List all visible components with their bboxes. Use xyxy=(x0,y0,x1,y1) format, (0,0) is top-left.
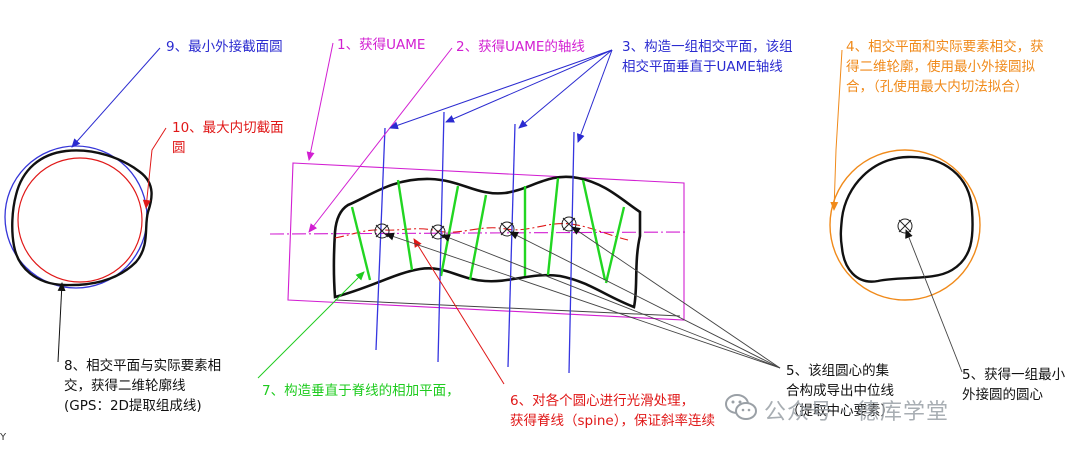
label-8-line2: 交，获得二维轮廓线 xyxy=(64,378,186,394)
leader-5d xyxy=(571,226,781,369)
leader-3d xyxy=(577,49,613,143)
right-section xyxy=(829,149,981,301)
leader-6 xyxy=(413,238,505,385)
label-10-line1: 10、最大内切截面 xyxy=(172,120,284,136)
label-8-line1: 8、相交平面与实际要素相 xyxy=(64,358,222,374)
leader-2 xyxy=(308,47,453,233)
label-4-line2: 得二维轮廓，使用最小外接圆拟 xyxy=(846,59,1035,75)
left-section xyxy=(4,145,153,289)
green-plane-4 xyxy=(468,194,488,281)
label-6-line2: 获得脊线（spine），保证斜率连续 xyxy=(510,413,715,429)
label-2: 2、获得UAME的轴线 xyxy=(456,39,585,55)
watermark-text: 公众号 · 德库学堂 xyxy=(764,400,949,425)
wechat-icon xyxy=(725,394,757,420)
edge-letter: Y xyxy=(0,432,7,443)
label-5r-line2: 外接圆的圆心 xyxy=(962,387,1043,403)
leader-1 xyxy=(306,42,334,161)
section-plane-1 xyxy=(375,127,386,351)
label-5m-line1: 5、该组圆心的集 xyxy=(786,363,890,379)
leader-9 xyxy=(71,47,161,148)
right-actual-profile xyxy=(839,155,974,283)
leader-lines xyxy=(57,42,963,385)
uame-parallelogram xyxy=(287,162,685,321)
right-center-marker xyxy=(897,218,913,234)
green-plane-2 xyxy=(396,179,414,271)
leader-8 xyxy=(57,282,66,363)
label-8-line3: (GPS：2D提取组成线) xyxy=(64,398,202,414)
leader-5b xyxy=(441,234,781,369)
label-4-line1: 4、相交平面和实际要素相交，获 xyxy=(846,39,1044,55)
label-3-line2: 相交平面垂直于UAME轴线 xyxy=(622,59,783,75)
leader-3c xyxy=(518,49,613,129)
leader-5c xyxy=(509,231,781,369)
label-4-line3: 合，（孔使用最大内切法拟合） xyxy=(846,79,1029,95)
section-plane-2 xyxy=(437,111,445,363)
main-feature xyxy=(269,111,689,374)
leader-7 xyxy=(257,271,365,379)
right-min-circumscribed-circle xyxy=(829,149,981,301)
label-5r-line1: 5、获得一组最小 xyxy=(962,367,1066,383)
green-plane-8 xyxy=(604,206,626,284)
label-5m-line2: 合构成导出中位线 xyxy=(786,383,894,399)
leader-4 xyxy=(830,49,843,211)
section-plane-3 xyxy=(507,123,516,368)
blue-section-planes xyxy=(375,111,575,374)
section-plane-4 xyxy=(568,131,575,374)
label-9: 9、最小外接截面圆 xyxy=(166,39,283,55)
left-actual-profile xyxy=(11,149,153,287)
center-marker-1 xyxy=(374,223,390,239)
actual-feature-outline xyxy=(332,175,642,309)
green-plane-6 xyxy=(546,177,560,276)
green-planes xyxy=(350,177,626,284)
label-10-line2: 圆 xyxy=(172,140,186,156)
label-5m-line3: （提取中心要素） xyxy=(786,403,894,419)
leader-3b xyxy=(445,49,613,123)
leader-3a xyxy=(389,49,613,130)
reference-edge-line xyxy=(334,299,681,317)
min-circumscribed-circle xyxy=(4,145,148,289)
label-6-line1: 6、对各个圆心进行光滑处理， xyxy=(510,393,695,409)
green-plane-1 xyxy=(350,206,372,281)
label-7: 7、构造垂直于脊线的相加平面， xyxy=(262,383,460,399)
leader-5a xyxy=(385,232,781,369)
leader-5r xyxy=(905,229,963,373)
label-3-line1: 3、构造一组相交平面，该组 xyxy=(622,39,793,55)
max-inscribed-circle xyxy=(17,157,143,283)
green-plane-3 xyxy=(439,185,460,277)
green-plane-7 xyxy=(581,179,607,281)
leader-10 xyxy=(142,127,167,209)
label-1: 1、获得UAME xyxy=(337,37,426,53)
